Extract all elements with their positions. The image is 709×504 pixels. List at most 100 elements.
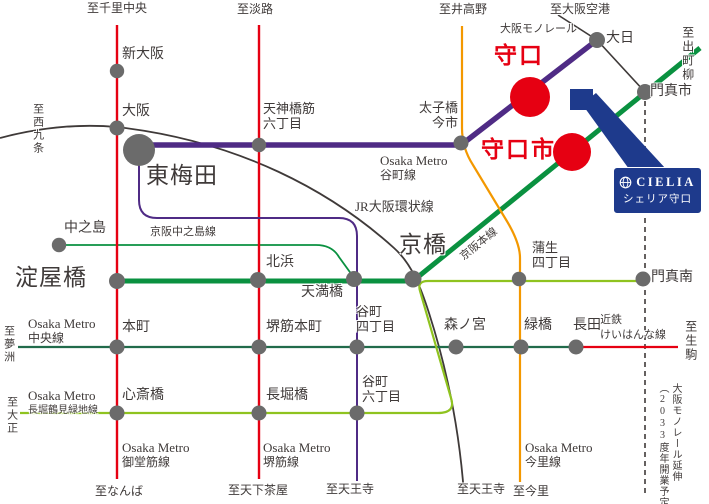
station-label-kadomaminami: 門真南 [651,270,693,285]
station-label-sakaisuji-hommachi: 堺筋本町 [266,320,322,335]
chuo-line-name: 中央線 [28,331,65,345]
station-label-higashi-umeda: 東梅田 [146,163,218,188]
terminal-nishikujo: 至西九条 [31,103,44,155]
station-label-tanimachi6: 谷町 六丁目 [362,374,401,404]
midosuji-line-label: Osaka Metro 御堂筋線 [122,440,190,470]
terminal-demachiyanagi: 至出町柳 [680,26,695,82]
station-label-kyobashi: 京橋 [399,232,447,257]
nagahori-line-label: Osaka Metro 長堀鶴見緑地線 [28,388,98,418]
station-label-taishibashi-imaichi: 太子橋 今市 [404,100,458,130]
sakaisuji-line-operator: Osaka Metro [263,440,331,455]
station-label-tanimachi4: 谷町 四丁目 [356,304,395,334]
tanimachi-line-south [138,160,358,481]
station-dot-temmabashi [346,271,362,287]
cielia-badge: CIELIA シェリア守口 [613,167,702,214]
terminal-ikoma: 至生駒 [683,320,698,362]
terminal-senri-chuo: 至千里中央 [87,1,148,15]
keihan-nakanoshima-line [59,244,353,276]
station-label-yodoyabashi: 淀屋橋 [15,265,87,290]
gamo4-line2: 四丁目 [532,255,572,270]
nagahori-line-name: 長堀鶴見緑地線 [28,405,98,416]
station-label-nagahoribashi: 長堀橋 [266,388,308,403]
station-label-moriguchi: 守口 [494,43,544,68]
station-label-temmabashi: 天満橋 [301,285,343,300]
station-dot-tenjimbashisuji6 [251,137,267,153]
station-label-osaka: 大阪 [122,104,150,119]
gamo4-line1: 蒲生 [532,240,559,255]
terminal-itakano: 至井高野 [439,2,488,16]
tanimachi-line-label: Osaka Metro 谷町線 [380,153,448,183]
station-dot-kyobashi [404,270,422,288]
station-label-hommachi: 本町 [122,320,150,335]
station-dot-kadomaminami [635,271,651,287]
station-dot-shin-osaka [109,63,125,79]
cielia-brand-row: CIELIA [619,175,695,190]
tanimachi6-line1: 谷町 [362,374,389,389]
terminal-tennoji-jr: 至天王寺 [457,482,506,496]
station-label-shinsaibashi: 心斎橋 [122,388,164,403]
station-dot-kitahama [250,272,266,288]
cielia-brand-text: CIELIA [636,175,696,189]
chuo-line-label: Osaka Metro 中央線 [28,316,96,346]
terminal-awaji: 至淡路 [237,2,274,16]
sakaisuji-line-label: Osaka Metro 堺筋線 [263,440,331,470]
sakaisuji-line-name: 堺筋線 [263,455,300,469]
station-label-tenjimbashisuji6: 天神橋筋 六丁目 [263,101,315,131]
terminal-namba: 至なんば [95,484,144,498]
nagahori-tsurumiryokuchi-line [20,279,643,415]
taishibashi-line1: 太子橋 [418,100,458,115]
imazatosuji-line-label: Osaka Metro 今里線 [525,440,593,470]
monorail-extension-line2: （2033度年開業予定） [657,383,668,504]
cielia-property-name: シェリア守口 [623,193,692,205]
tenjimbashisuji6-line2: 六丁目 [263,116,303,131]
tanimachi6-line2: 六丁目 [362,389,402,404]
station-label-moriguchishi: 守口市 [481,137,556,162]
station-dot-nakanoshima [51,237,67,253]
monorail-extension-label: 大阪モノレール延伸 （2033度年開業予定） [656,383,682,504]
station-dot-taishibashi-imaichi [453,135,469,151]
tenjimbashisuji6-line1: 天神橋筋 [263,101,316,116]
terminal-yumeshima: 至夢洲 [2,325,15,364]
station-dot-gamo4 [511,271,527,287]
station-dot-shinsaibashi [109,405,125,421]
midosuji-line-operator: Osaka Metro [122,440,190,455]
badge-pointer [582,93,666,169]
nagahori-line-operator: Osaka Metro [28,388,96,403]
taishibashi-line2: 今市 [431,115,458,130]
station-dot-tanimachi6 [349,405,365,421]
terminal-tengachaya: 至天下茶屋 [228,483,289,497]
tanimachi-line-name: 谷町線 [380,168,417,182]
midosuji-line-name: 御堂筋線 [122,455,171,469]
station-label-kitahama: 北浜 [266,255,294,270]
station-label-dainichi: 大日 [606,31,634,46]
monorail-extension-line1: 大阪モノレール延伸 [670,383,681,482]
station-label-morinomiya: 森ノ宮 [444,318,486,333]
station-circle-moriguchishi [553,133,591,171]
station-label-nakanoshima: 中之島 [64,221,106,236]
station-label-nagata: 長田 [573,318,601,333]
keihanna-line-operator: 近鉄 [600,314,622,326]
keihanna-line-name: けいはんな線 [600,329,666,341]
tanimachi-line-operator: Osaka Metro [380,153,448,168]
jr-loop-line-west [0,124,118,139]
terminal-osaka-airport: 至大阪空港 [550,2,611,16]
chuo-line-operator: Osaka Metro [28,316,96,331]
station-dot-midoribashi [513,339,529,355]
station-dot-osaka [109,120,125,136]
tanimachi4-line1: 谷町 [356,304,383,319]
station-label-midoribashi: 緑橋 [524,318,552,333]
imazatosuji-line-operator: Osaka Metro [525,440,593,455]
terminal-imazato: 至今里 [513,484,550,498]
station-dot-yodoyabashi [109,273,125,289]
keihan-nakanoshima-line-label: 京阪中之島線 [150,226,216,238]
station-dot-nagata [568,339,584,355]
station-circle-moriguchi [510,77,550,117]
station-dot-hommachi [109,339,125,355]
station-dot-dainichi [589,32,605,48]
station-dot-nagahoribashi [251,405,267,421]
station-dot-kadomashi [637,84,653,100]
jr-loop-line-label: JR大阪環状線 [355,199,434,214]
terminal-taisho: 至大正 [5,396,18,435]
